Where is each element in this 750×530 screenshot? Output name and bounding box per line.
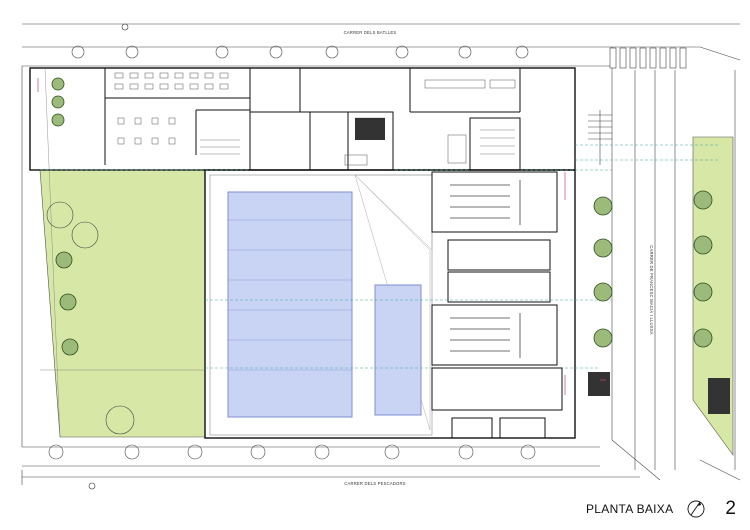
pool-hall bbox=[209, 174, 433, 436]
garden-path bbox=[40, 67, 205, 438]
street-top-label: CARRER DELS BATLLES bbox=[344, 30, 397, 35]
upper-block-walls bbox=[104, 68, 521, 171]
hydrant-top bbox=[121, 23, 129, 31]
sheet-number: 2 bbox=[725, 498, 736, 519]
east-ramp bbox=[708, 378, 730, 414]
learner-pool bbox=[374, 284, 422, 416]
street-bottom-label: CARRER DELS PESCADORS bbox=[344, 481, 405, 486]
north-arrow-icon bbox=[687, 500, 705, 518]
hydrant-bottom bbox=[88, 482, 96, 490]
lift-core bbox=[355, 118, 385, 140]
street-right-label: CARRER DE FRANCESC MACIÀ I LLUSSÀ bbox=[649, 245, 654, 334]
street-lines bbox=[21, 23, 741, 485]
street-ramp bbox=[588, 372, 610, 396]
plan-title: PLANTA BAIXA bbox=[586, 502, 674, 516]
accent-marks bbox=[37, 78, 606, 395]
green-trees bbox=[51, 77, 713, 356]
trees bbox=[46, 45, 536, 460]
bike-racks bbox=[588, 110, 612, 165]
east-lawn-strip bbox=[692, 136, 734, 456]
cafe-furniture bbox=[114, 72, 516, 166]
zebra-crossing bbox=[609, 47, 687, 69]
locker-benches bbox=[450, 180, 521, 358]
title-block: PLANTA BAIXA 2 bbox=[586, 494, 736, 524]
changing-rooms bbox=[431, 171, 563, 439]
main-pool bbox=[227, 191, 353, 418]
